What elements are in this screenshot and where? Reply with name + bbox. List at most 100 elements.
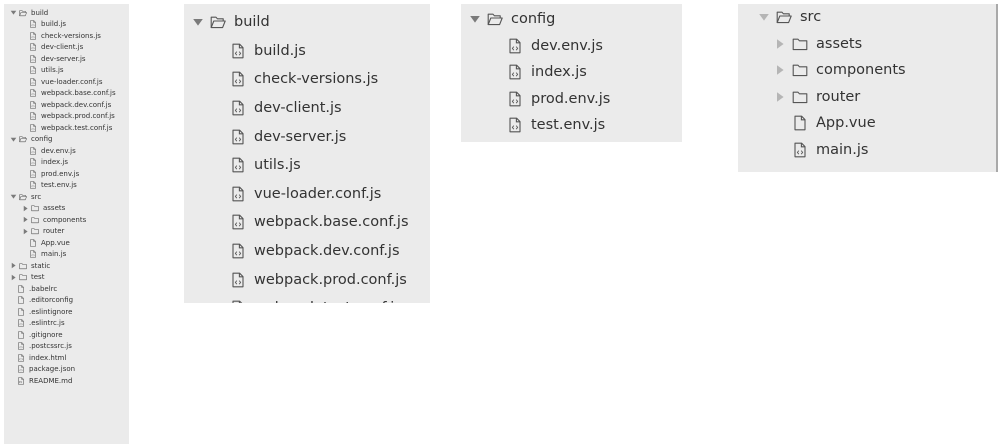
chevron-right-icon[interactable] <box>22 228 29 235</box>
file-icon <box>17 331 25 339</box>
tree-file-dev-client-js[interactable]: dev-client.js <box>184 94 430 123</box>
js-file-icon <box>29 78 37 86</box>
tree-file-app-vue[interactable]: App.vue <box>738 110 996 137</box>
tree-file-dot-babelrc[interactable]: .babelrc <box>4 283 129 295</box>
tree-file-index-js[interactable]: index.js <box>461 59 682 86</box>
tree-file-build-js[interactable]: build.js <box>184 37 430 66</box>
folder-icon <box>31 227 39 235</box>
tree-item-label: .gitignore <box>29 330 63 339</box>
js-file-icon <box>230 243 246 259</box>
tree-file-dev-env-js[interactable]: dev.env.js <box>4 145 129 157</box>
folder-open-icon <box>19 135 27 143</box>
tree-folder-build[interactable]: build <box>4 7 129 19</box>
tree-file-dot-eslintignore[interactable]: .eslintignore <box>4 306 129 318</box>
tree-folder-router[interactable]: router <box>738 84 996 111</box>
tree-file-dev-server-js[interactable]: dev-server.js <box>184 122 430 151</box>
tree-item-label: dev-server.js <box>41 54 86 63</box>
tree-folder-router[interactable]: router <box>4 226 129 238</box>
tree-item-label: assets <box>43 204 66 213</box>
js-file-icon <box>507 64 523 80</box>
tree-file-dev-server-js[interactable]: dev-server.js <box>4 53 129 65</box>
tree-file-dev-env-js[interactable]: dev.env.js <box>461 33 682 60</box>
js-file-icon <box>29 66 37 74</box>
js-file-icon <box>29 89 37 97</box>
tree-folder-test[interactable]: test <box>4 272 129 284</box>
js-file-icon <box>230 129 246 145</box>
tree-file-build-js[interactable]: build.js <box>4 19 129 31</box>
tree-file-main-js[interactable]: main.js <box>4 249 129 261</box>
tree-file-webpack-base-conf-js[interactable]: webpack.base.conf.js <box>4 88 129 100</box>
tree-item-label: .postcssrc.js <box>29 342 72 351</box>
tree-item-label: README.md <box>29 376 73 385</box>
tree-file-webpack-test-conf-js[interactable]: webpack.test.conf.js <box>184 294 430 303</box>
tree-folder-components[interactable]: components <box>738 57 996 84</box>
tree-item-label: utils.js <box>254 157 301 174</box>
tree-file-check-versions-js[interactable]: check-versions.js <box>4 30 129 42</box>
tree-file-webpack-prod-conf-js[interactable]: webpack.prod.conf.js <box>4 111 129 123</box>
tree-item-label: webpack.test.conf.js <box>41 123 113 132</box>
tree-file-main-js[interactable]: main.js <box>738 137 996 164</box>
js-file-icon <box>29 250 37 258</box>
tree-folder-config[interactable]: config <box>461 6 682 33</box>
chevron-down-icon[interactable] <box>10 136 17 143</box>
tree-item-label: webpack.prod.conf.js <box>41 112 115 121</box>
chevron-right-icon[interactable] <box>22 205 29 212</box>
tree-file-readme-md[interactable]: README.md <box>4 375 129 387</box>
tree-folder-static[interactable]: static <box>4 260 129 272</box>
tree-file-index-html[interactable]: index.html <box>4 352 129 364</box>
tree-folder-build[interactable]: build <box>184 8 430 37</box>
tree-folder-assets[interactable]: assets <box>4 203 129 215</box>
js-file-icon <box>29 124 37 132</box>
tree-file-webpack-test-conf-js[interactable]: webpack.test.conf.js <box>4 122 129 134</box>
chevron-right-icon[interactable] <box>774 64 786 76</box>
folder-icon <box>792 89 808 105</box>
tree-item-label: build <box>234 14 270 31</box>
chevron-down-icon[interactable] <box>10 9 17 16</box>
file-icon <box>17 308 25 316</box>
chevron-right-icon[interactable] <box>22 216 29 223</box>
tree-file-dev-client-js[interactable]: dev-client.js <box>4 42 129 54</box>
tree-file-index-js[interactable]: index.js <box>4 157 129 169</box>
tree-file-utils-js[interactable]: utils.js <box>184 151 430 180</box>
tree-folder-src[interactable]: src <box>4 191 129 203</box>
js-file-icon <box>17 365 25 373</box>
js-file-icon <box>29 181 37 189</box>
tree-file-test-env-js[interactable]: test.env.js <box>461 112 682 139</box>
chevron-right-icon[interactable] <box>774 38 786 50</box>
tree-file-dot-gitignore[interactable]: .gitignore <box>4 329 129 341</box>
tree-file-webpack-base-conf-js[interactable]: webpack.base.conf.js <box>184 208 430 237</box>
tree-file-webpack-dev-conf-js[interactable]: webpack.dev.conf.js <box>184 237 430 266</box>
chevron-right-icon[interactable] <box>774 91 786 103</box>
chevron-right-icon[interactable] <box>10 274 17 281</box>
tree-folder-src[interactable]: src <box>738 4 996 31</box>
chevron-right-icon[interactable] <box>10 262 17 269</box>
tree-file-webpack-dev-conf-js[interactable]: webpack.dev.conf.js <box>4 99 129 111</box>
tree-folder-config[interactable]: config <box>4 134 129 146</box>
chevron-down-icon[interactable] <box>10 193 17 200</box>
tree-file-vue-loader-conf-js[interactable]: vue-loader.conf.js <box>4 76 129 88</box>
tree-item-label: router <box>43 227 65 236</box>
tree-file-check-versions-js[interactable]: check-versions.js <box>184 65 430 94</box>
js-file-icon <box>29 170 37 178</box>
tree-file-dot-postcssrc-js[interactable]: .postcssrc.js <box>4 341 129 353</box>
tree-item-label: test.env.js <box>41 181 77 190</box>
tree-folder-assets[interactable]: assets <box>738 31 996 58</box>
tree-file-package-json[interactable]: package.json <box>4 364 129 376</box>
tree-file-dot-eslintrc-js[interactable]: .eslintrc.js <box>4 318 129 330</box>
js-file-icon <box>230 43 246 59</box>
tree-file-test-env-js[interactable]: test.env.js <box>4 180 129 192</box>
tree-file-app-vue[interactable]: App.vue <box>4 237 129 249</box>
tree-file-utils-js[interactable]: utils.js <box>4 65 129 77</box>
chevron-down-icon[interactable] <box>758 11 770 23</box>
chevron-down-icon[interactable] <box>469 13 481 25</box>
tree-file-prod-env-js[interactable]: prod.env.js <box>461 86 682 113</box>
tree-file-vue-loader-conf-js[interactable]: vue-loader.conf.js <box>184 180 430 209</box>
tree-file-prod-env-js[interactable]: prod.env.js <box>4 168 129 180</box>
tree-file-webpack-prod-conf-js[interactable]: webpack.prod.conf.js <box>184 265 430 294</box>
tree-folder-components[interactable]: components <box>4 214 129 226</box>
chevron-down-icon[interactable] <box>192 16 204 28</box>
tree-file-dot-editorconfig[interactable]: .editorconfig <box>4 295 129 307</box>
